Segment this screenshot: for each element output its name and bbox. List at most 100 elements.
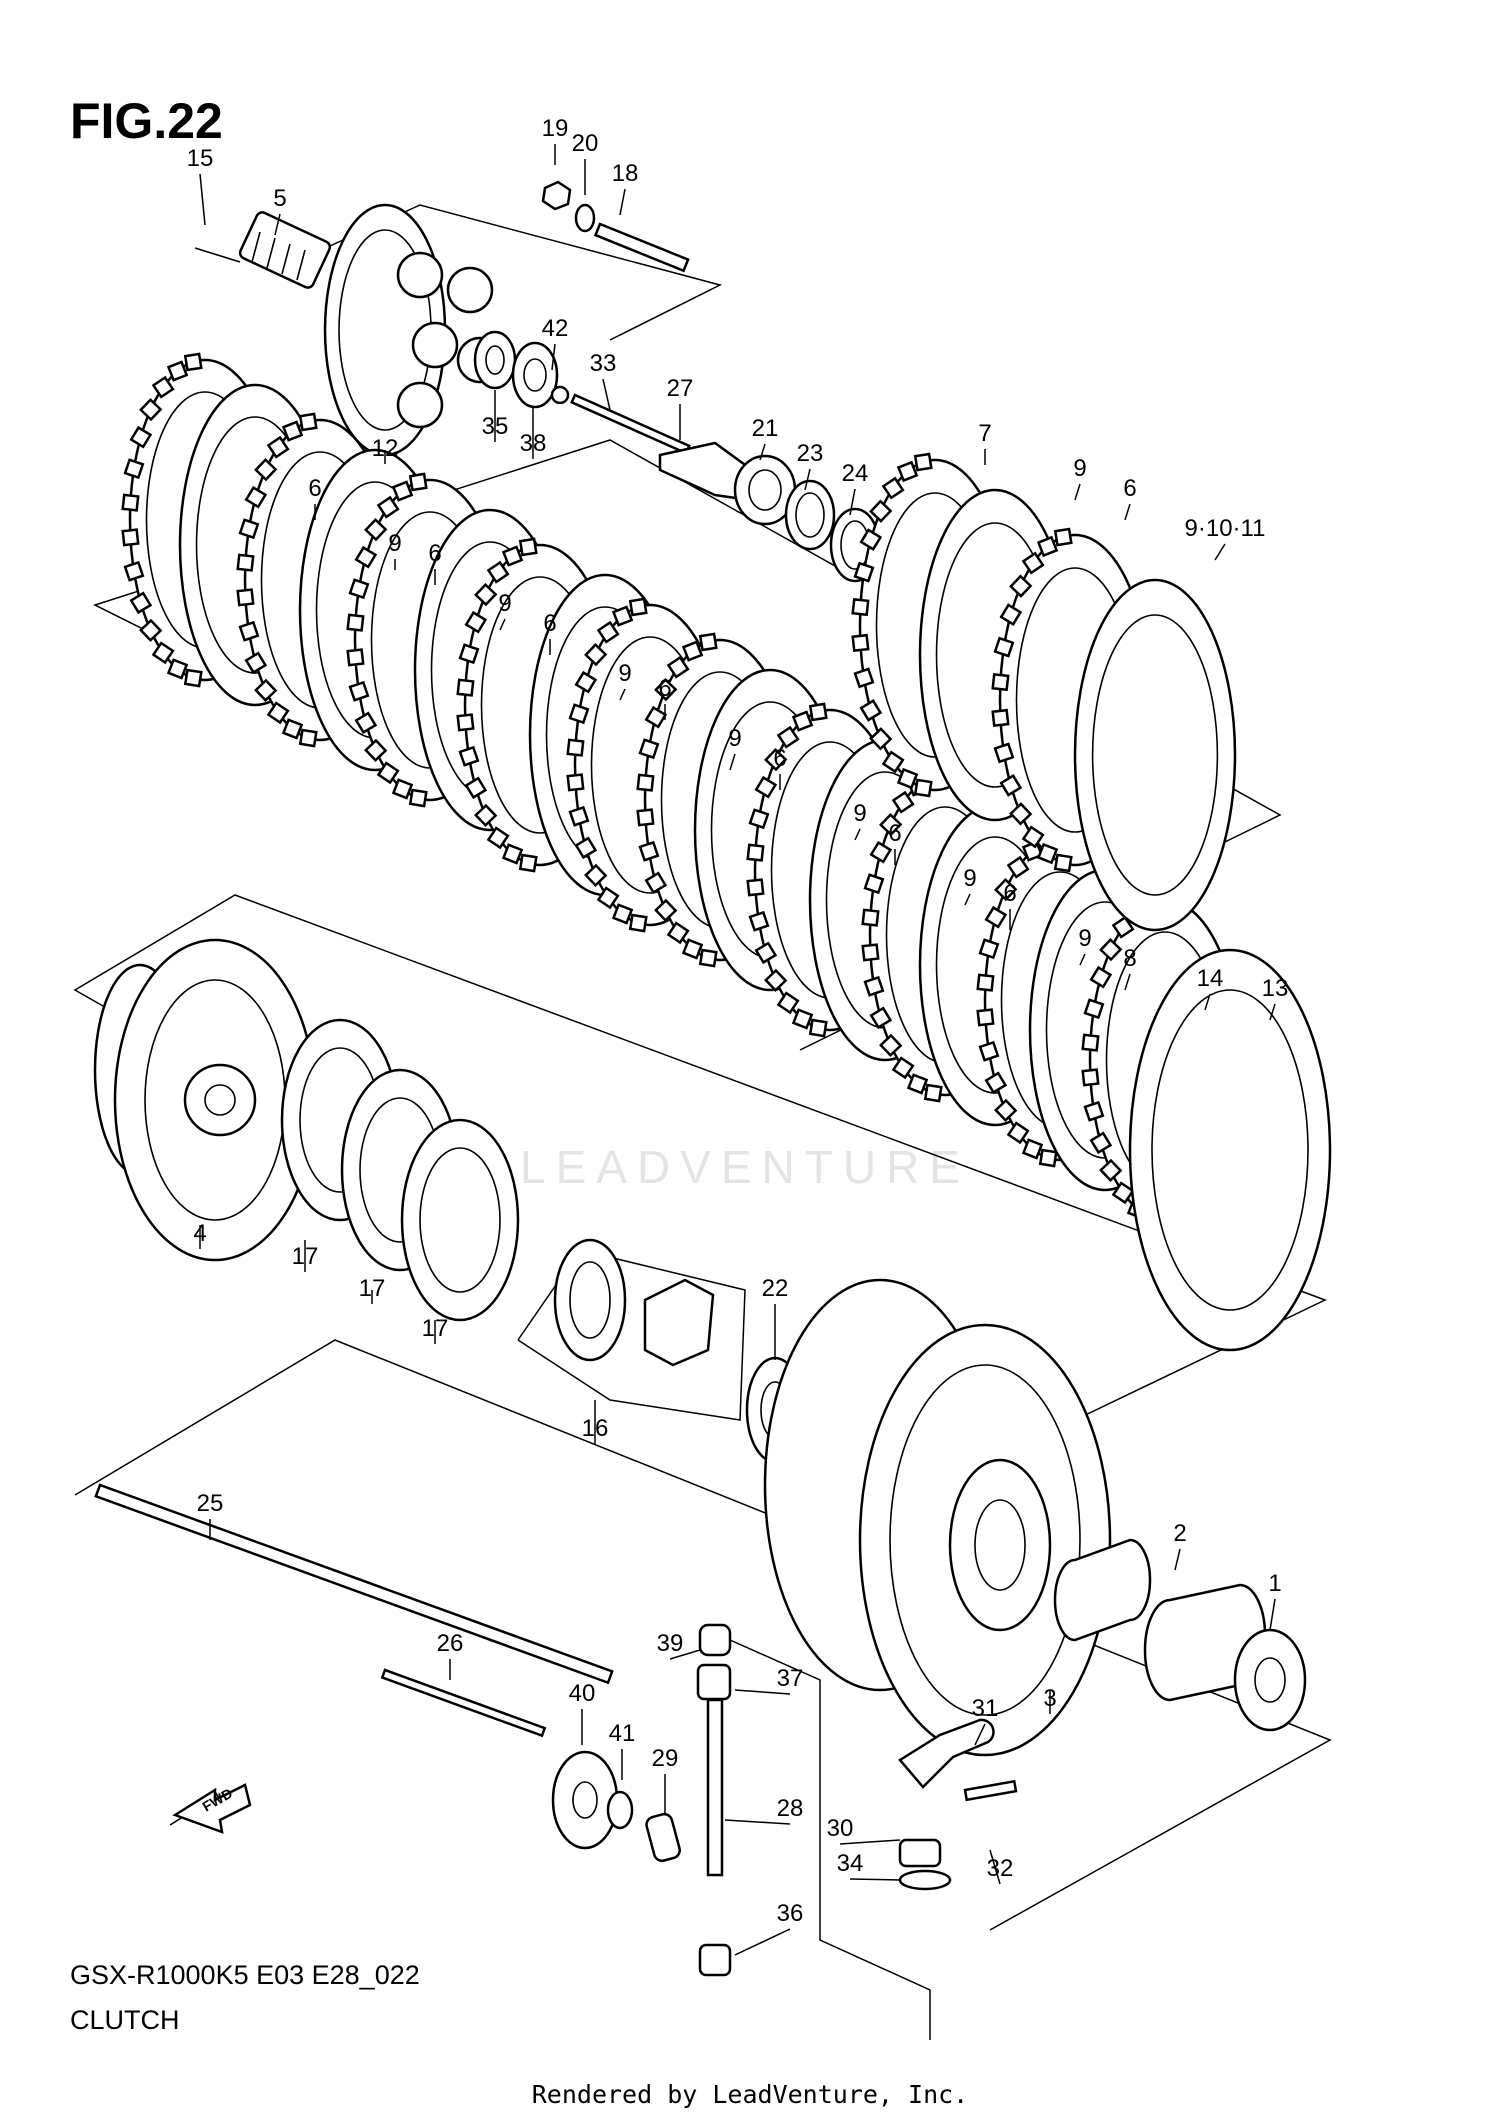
callout-label: 19 [542,115,569,142]
callout-label: 22 [762,1275,789,1302]
callout-label: 6 [888,820,901,847]
callout-16-40: 16 [582,1400,609,1444]
watermark: LEADVENTURE [520,1141,970,1193]
spacer-bearing-washer [1053,1538,1307,1732]
callout-9-23: 9 [618,660,632,701]
callout-35-12: 35 [482,390,509,442]
callout-27-7: 27 [667,375,694,440]
frame-damper-group [517,1249,746,1421]
callout-33-6: 33 [590,350,617,411]
callout-label: 2 [1173,1520,1186,1547]
callout-label: 17 [292,1243,319,1270]
callout-15-3: 15 [187,145,213,226]
callout-label: 23 [797,440,824,467]
callout-9-19: 9 [388,530,402,570]
callout-34-54: 34 [837,1850,901,1881]
callout-label: 9 [618,660,631,687]
callout-label: 9·10·11 [1185,515,1266,542]
callout-label: 38 [520,430,547,457]
callout-label: 9 [728,725,741,752]
callout-21-8: 21 [752,415,778,461]
callout-24-10: 24 [842,460,869,516]
callout-label: 6 [308,475,321,502]
callout-30-53: 30 [827,1815,901,1845]
callout-25-41: 25 [197,1490,224,1540]
pressure-plate [323,203,504,457]
callout-label: 8 [1123,945,1136,972]
callout-41-50: 41 [609,1720,635,1780]
clutch-plates-upper [121,352,727,933]
render-credit: Rendered by LeadVenture, Inc. [531,2080,969,2109]
screw-bolt-nut [541,180,690,273]
callout-9-31: 9 [1078,925,1092,966]
spring-washers [280,1018,520,1322]
callout-40-48: 40 [569,1680,595,1745]
damper-assembly [553,1238,715,1367]
callout-26-47: 26 [437,1630,464,1680]
callout-label: 13 [1262,975,1289,1002]
callout-label: 36 [777,1900,804,1927]
callout-6-20: 6 [428,540,442,585]
callout-label: 33 [590,350,617,377]
callout-label: 12 [372,435,399,462]
callout-label: 17 [422,1315,449,1342]
callout-31-49: 31 [972,1695,999,1746]
callout-12-11: 12 [372,435,399,464]
callout-3-44: 3 [1043,1685,1057,1714]
callout-22-39: 22 [762,1275,789,1360]
callout-14-33: 14 [1197,965,1223,1011]
clutch-sleeve-hub [93,938,317,1262]
callout-label: 31 [972,1695,999,1722]
callout-label: 25 [197,1490,224,1517]
callout-label: 24 [842,460,869,487]
callout-19-0: 19 [542,115,569,165]
callout-42-5: 42 [542,315,568,371]
callout-9-10-11-17: 9·10·11 [1185,515,1266,561]
callout-label: 6 [773,745,786,772]
callout-label: 34 [837,1850,864,1877]
callout-label: 9 [1073,455,1086,482]
callout-label: 5 [273,185,286,212]
callout-17-38: 17 [422,1315,449,1344]
callout-label: 35 [482,413,509,440]
callout-37-46: 37 [734,1665,804,1695]
frame-release-shaft [729,1639,931,2040]
callout-label: 6 [543,610,556,637]
callout-18-2: 18 [612,160,639,216]
callout-label: 28 [777,1795,804,1822]
callout-label: 9 [853,800,866,827]
callout-label: 27 [667,375,694,402]
callout-6-26: 6 [773,745,787,790]
figure-title: FIG.22 [70,93,223,149]
fwd-arrow-icon: FWD [172,1783,252,1834]
callout-label: 26 [437,1630,464,1657]
callout-9-21: 9 [498,590,512,631]
callout-17-37: 17 [359,1275,385,1304]
callout-29-51: 29 [652,1745,678,1815]
callout-17-36: 17 [292,1240,319,1272]
callout-label: 20 [572,130,599,157]
callout-label: 9 [963,865,976,892]
push-rods [94,1483,614,1738]
callout-13-34: 13 [1262,975,1289,1021]
callout-20-1: 20 [572,130,599,195]
callout-label: 37 [777,1665,804,1692]
release-parts [169,1623,1018,1977]
callout-28-52: 28 [724,1795,804,1825]
callout-6-28: 6 [888,820,902,865]
callout-label: 16 [582,1415,609,1442]
callout-9-25: 9 [728,725,742,771]
callout-9-29: 9 [963,865,977,906]
callout-label: 18 [612,160,639,187]
callout-label: 9 [388,530,401,557]
spring [194,211,332,289]
callout-8-32: 8 [1123,945,1137,991]
callout-label: 1 [1268,1570,1281,1597]
callout-39-45: 39 [657,1630,701,1660]
callout-6-22: 6 [543,610,557,655]
callout-9-27: 9 [853,800,867,841]
callout-label: 9 [1078,925,1091,952]
callout-4-35: 4 [193,1220,207,1249]
